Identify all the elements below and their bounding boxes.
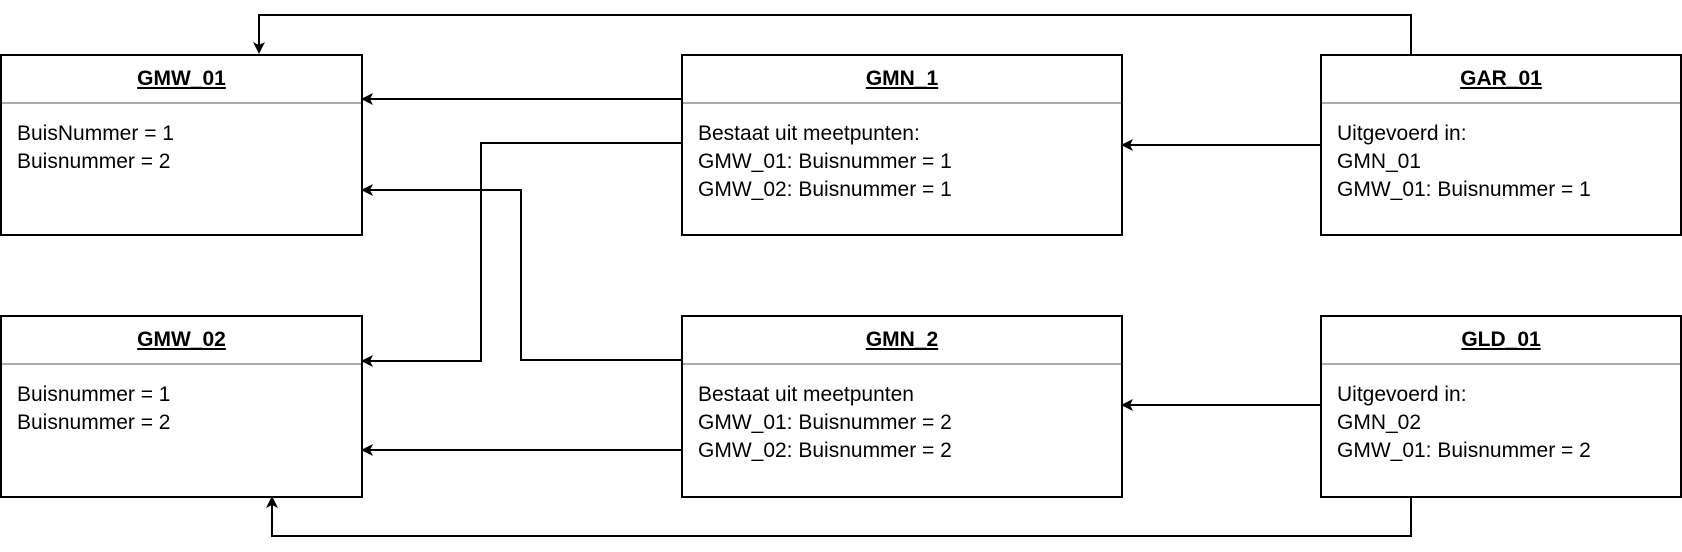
title-separator: [2, 363, 361, 365]
entity-line: GMN_02: [1337, 411, 1422, 434]
entity-line: GMW_02: Buisnummer = 1: [698, 178, 952, 201]
entity-line: Uitgevoerd in:: [1337, 383, 1467, 406]
entity-line: BuisNummer = 1: [17, 122, 174, 145]
entity-line: Buisnummer = 1: [17, 383, 171, 406]
entity-title-gld01: GLD_01: [1461, 328, 1541, 351]
connector-gmn2-to-gmw01: [361, 184, 681, 361]
entity-line: GMW_01: Buisnummer = 2: [698, 411, 952, 434]
title-separator: [1322, 363, 1680, 365]
entity-line: Buisnummer = 2: [17, 411, 171, 434]
entity-body-gmw01: BuisNummer = 1 Buisnummer = 2: [17, 120, 174, 176]
entity-title-gmn2: GMN_2: [865, 328, 939, 351]
entity-body-gar01: Uitgevoerd in: GMN_01 GMW_01: Buisnummer…: [1337, 120, 1591, 204]
entity-line: GMW_01: Buisnummer = 2: [1337, 439, 1591, 462]
connector-gmn1-to-gmw02: [361, 142, 681, 367]
connector-gar01-to-gmw01: [253, 14, 1412, 54]
title-separator: [683, 363, 1121, 365]
entity-body-gmn1: Bestaat uit meetpunten: GMW_01: Buisnumm…: [698, 120, 952, 204]
entity-title-gar01: GAR_01: [1460, 67, 1542, 90]
entity-line: Bestaat uit meetpunten: [698, 383, 914, 406]
entity-box-gmn1: GMN_1 Bestaat uit meetpunten: GMW_01: Bu…: [681, 54, 1123, 236]
entity-line: GMN_01: [1337, 150, 1422, 173]
title-separator: [2, 102, 361, 104]
entity-body-gmw02: Buisnummer = 1 Buisnummer = 2: [17, 381, 170, 437]
entity-body-gld01: Uitgevoerd in: GMN_02 GMW_01: Buisnummer…: [1337, 381, 1591, 465]
entity-line: Buisnummer = 2: [17, 150, 171, 173]
entity-body-gmn2: Bestaat uit meetpunten GMW_01: Buisnumme…: [698, 381, 952, 465]
entity-title-gmn1: GMN_1: [865, 67, 939, 90]
connector-gld01-to-gmw02: [266, 496, 1412, 537]
title-separator: [683, 102, 1121, 104]
entity-box-gld01: GLD_01 Uitgevoerd in: GMN_02 GMW_01: Bui…: [1320, 315, 1682, 498]
entity-line: Uitgevoerd in:: [1337, 122, 1467, 145]
entity-title-gmw01: GMW_01: [137, 67, 226, 90]
title-separator: [1322, 102, 1680, 104]
entity-line: GMW_02: Buisnummer = 2: [698, 439, 952, 462]
entity-line: GMW_01: Buisnummer = 1: [1337, 178, 1591, 201]
entity-line: Bestaat uit meetpunten:: [698, 122, 920, 145]
entity-line: GMW_01: Buisnummer = 1: [698, 150, 952, 173]
entity-box-gmw02: GMW_02 Buisnummer = 1 Buisnummer = 2: [0, 315, 363, 498]
entity-box-gar01: GAR_01 Uitgevoerd in: GMN_01 GMW_01: Bui…: [1320, 54, 1682, 236]
entity-title-gmw02: GMW_02: [137, 328, 226, 351]
entity-box-gmn2: GMN_2 Bestaat uit meetpunten GMW_01: Bui…: [681, 315, 1123, 498]
entity-box-gmw01: GMW_01 BuisNummer = 1 Buisnummer = 2: [0, 54, 363, 236]
